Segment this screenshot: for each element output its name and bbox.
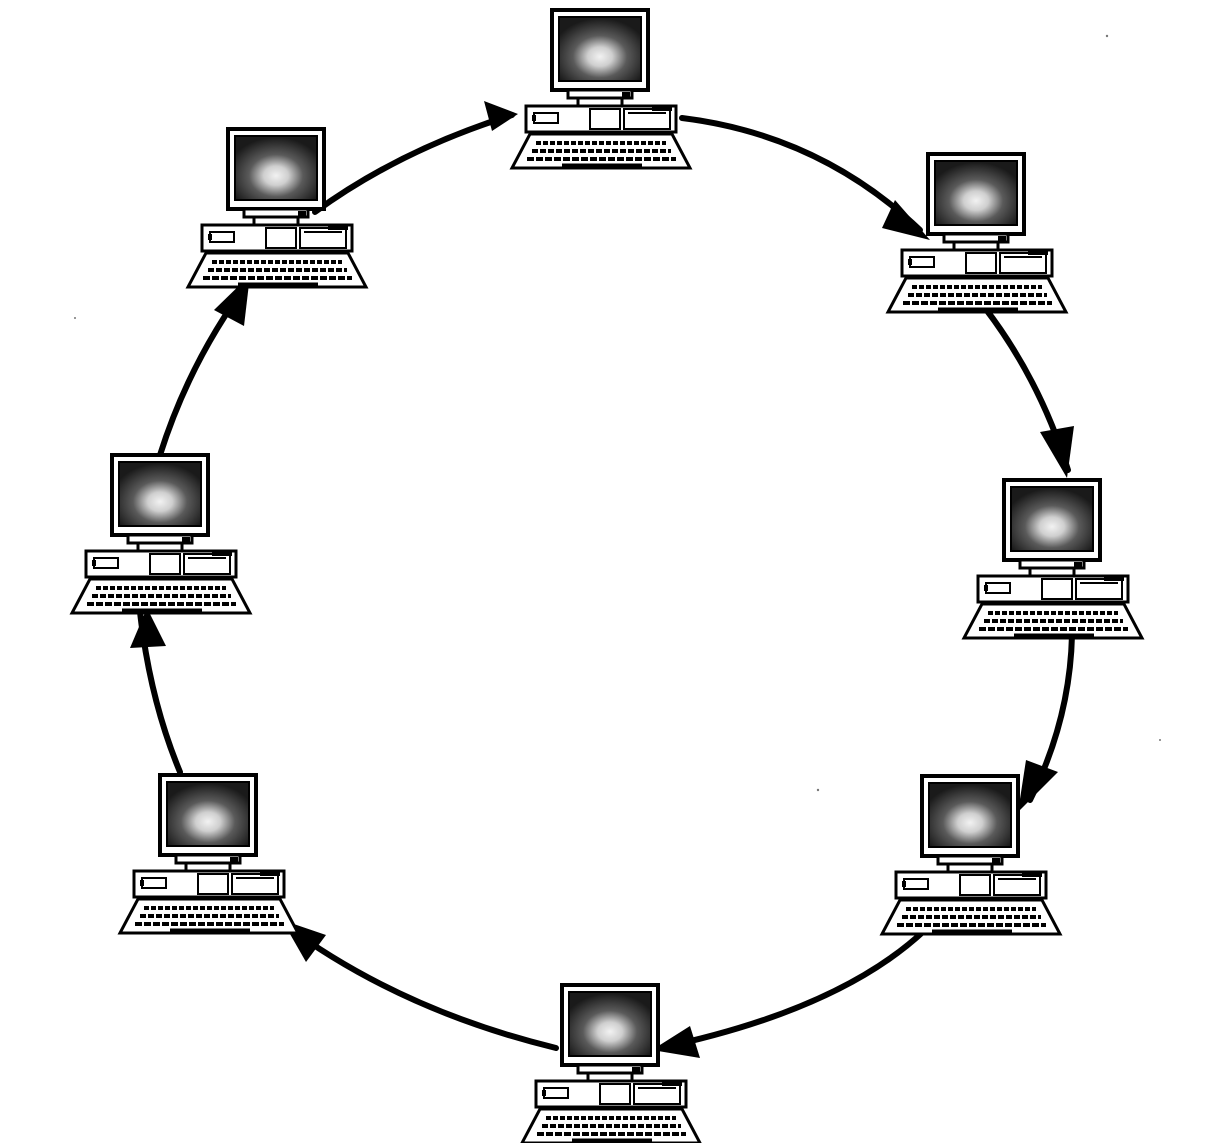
computer-bottom-left: [118, 773, 300, 935]
link-top-left-to-top: [312, 112, 515, 215]
arrowhead-into-top-right: [882, 200, 930, 240]
desktop-computer-icon: [70, 453, 252, 615]
desktop-computer-icon: [520, 983, 702, 1143]
desktop-computer-icon: [962, 478, 1144, 640]
link-bottom-right-to-bottom: [657, 927, 928, 1051]
arrowhead-into-bottom-right: [1018, 760, 1058, 812]
computer-bottom: [520, 983, 702, 1143]
ring-nodes: [70, 8, 1144, 1143]
arrowhead-into-bottom: [652, 1026, 700, 1058]
desktop-computer-icon: [186, 127, 368, 289]
link-bottom-to-bottom-left: [282, 922, 559, 1051]
desktop-computer-icon: [510, 8, 692, 170]
computer-top: [510, 8, 692, 170]
desktop-computer-icon: [118, 773, 300, 935]
arrowhead-into-right: [1040, 426, 1074, 478]
computer-right: [962, 478, 1144, 640]
computer-left: [70, 453, 252, 615]
arrowhead-into-left: [130, 608, 166, 648]
computer-top-left: [186, 127, 368, 289]
link-top-to-top-right: [679, 115, 923, 233]
arrowhead-into-top: [484, 101, 518, 131]
scan-specks: [74, 34, 1161, 792]
